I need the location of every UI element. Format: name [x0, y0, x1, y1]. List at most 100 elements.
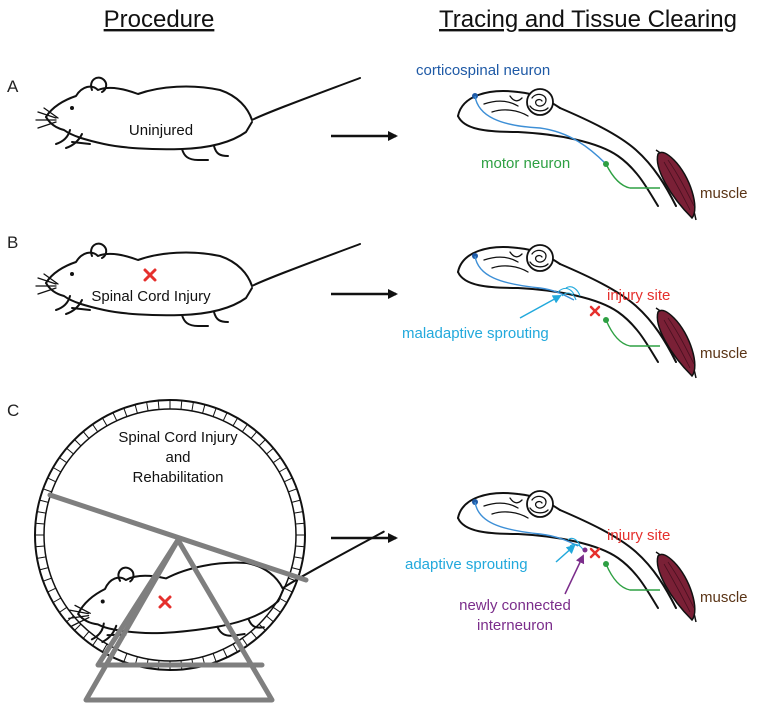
wheel-rung — [123, 653, 128, 663]
label-muscle-c: muscle — [700, 589, 748, 606]
wheel-rung — [39, 567, 49, 571]
wheel-rung — [295, 545, 305, 548]
panel-a-letter: A — [7, 77, 19, 96]
wheel-rung — [35, 545, 45, 548]
wheel-rung — [52, 467, 62, 473]
wheel-rung — [283, 587, 293, 593]
wheel-rung — [258, 439, 266, 447]
wheel-rung — [266, 615, 274, 623]
wheel-rung — [232, 417, 238, 427]
label-motor-neuron: motor neuron — [481, 155, 570, 172]
wheel-rung — [222, 648, 228, 658]
mouse-label-rehab-1: Spinal Cord Injury — [118, 429, 238, 446]
interneuron — [582, 547, 588, 553]
wheel-rung — [291, 567, 301, 571]
wheel-rung — [266, 447, 274, 455]
panel-a: A Uninjured corticospinal neuron motor n… — [7, 62, 748, 221]
corticospinal-axon — [474, 501, 579, 547]
wheel-rung — [294, 511, 303, 514]
label-interneuron-1: newly connected — [459, 597, 571, 614]
motor-axon — [605, 163, 660, 189]
wheel-rung — [283, 477, 293, 483]
interneuron-pointer — [564, 554, 585, 595]
panel-b: B Spinal Cord Injury injury site maladap… — [7, 233, 748, 379]
wheel-rung — [82, 631, 90, 639]
wheel-rung — [82, 431, 90, 439]
label-injury-site-b: injury site — [607, 287, 670, 304]
sprouting-branches — [557, 286, 581, 301]
wheel-rung — [102, 417, 108, 427]
wheel-rung — [291, 499, 301, 503]
injury-x-icon — [143, 268, 157, 282]
wheel-rung — [42, 488, 52, 493]
injury-x-icon — [589, 305, 601, 317]
injury-x-icon — [158, 595, 172, 609]
wheel-rung — [92, 424, 99, 433]
wheel-rung — [272, 606, 281, 613]
wheel-rung — [250, 631, 258, 639]
wheel-rung — [241, 637, 248, 646]
mouse-icon — [35, 242, 361, 327]
muscle-icon — [655, 307, 697, 379]
label-maladaptive-sprouting: maladaptive sprouting — [402, 325, 549, 342]
wheel-rung — [66, 447, 74, 455]
adaptive-pointer — [555, 544, 576, 563]
wheel-rung — [278, 467, 288, 473]
motor-axon — [605, 563, 660, 591]
wheel-rung — [37, 511, 46, 514]
wheel-rung — [272, 457, 281, 464]
mouse-label-uninjured: Uninjured — [129, 122, 193, 139]
wheel-rung — [92, 637, 99, 646]
mouse-label-rehab-2: and — [165, 449, 190, 466]
motor-axon — [605, 319, 660, 347]
wheel-rung — [59, 457, 68, 464]
corticospinal-axon — [474, 95, 607, 165]
panel-b-letter: B — [7, 233, 18, 252]
wheel-rung — [112, 412, 118, 422]
wheel-rung — [42, 577, 52, 582]
wheel-rung — [35, 522, 45, 525]
wheel-rung — [47, 587, 57, 593]
wheel-rung — [102, 643, 108, 653]
wheel-rung — [59, 606, 68, 613]
wheel-rung — [146, 402, 149, 411]
wheel-stand — [47, 492, 309, 703]
wheel-rung — [74, 623, 82, 631]
wheel-rung — [212, 653, 217, 663]
wheel-rung — [74, 439, 82, 447]
wheel-rung — [37, 556, 46, 559]
muscle-icon — [655, 149, 697, 221]
label-corticospinal-neuron: corticospinal neuron — [416, 62, 550, 79]
mouse-icon — [35, 76, 361, 161]
label-muscle-a: muscle — [700, 185, 748, 202]
wheel-rung — [295, 522, 305, 525]
label-injury-site-c: injury site — [607, 527, 670, 544]
wheel-rung — [222, 412, 228, 422]
wheel-rung — [202, 404, 206, 414]
wheel-rung — [134, 404, 138, 414]
mouse-label-rehab-3: Rehabilitation — [133, 469, 224, 486]
label-muscle-b: muscle — [700, 345, 748, 362]
wheel-rung — [66, 615, 74, 623]
wheel-rung — [212, 407, 217, 417]
sprouting-pointer — [519, 295, 562, 319]
wheel-rung — [191, 402, 194, 411]
label-interneuron-2: interneuron — [477, 617, 553, 634]
wheel-rung — [294, 556, 303, 559]
corticospinal-neuron — [472, 253, 478, 259]
label-adaptive-sprouting: adaptive sprouting — [405, 556, 528, 573]
wheel-rung — [52, 597, 62, 603]
wheel-rung — [47, 477, 57, 483]
wheel-rung — [288, 488, 298, 493]
muscle-icon — [655, 551, 697, 623]
wheel-rung — [39, 499, 49, 503]
corticospinal-axon — [474, 255, 575, 301]
injury-x-icon — [589, 547, 601, 559]
panel-c-letter: C — [7, 401, 19, 420]
tracing-header: Tracing and Tissue Clearing — [439, 6, 737, 33]
wheel-rung — [250, 431, 258, 439]
wheel-rung — [157, 400, 160, 410]
wheel-rung — [123, 407, 128, 417]
wheel-rung — [180, 400, 183, 410]
